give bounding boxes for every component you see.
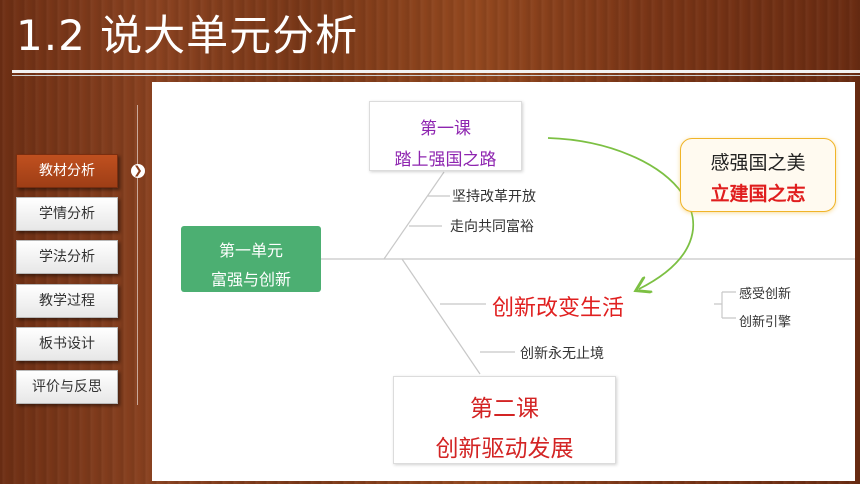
branch-reform-opening: 坚持改革开放 <box>452 189 536 205</box>
sub-branch-feel-innovation: 感受创新 <box>739 287 792 302</box>
lesson1-box: 第一课 踏上强国之路 <box>369 101 522 171</box>
callout-line1: 感强国之美 <box>710 152 806 174</box>
branch-endless-innovation: 创新永无止境 <box>520 346 604 362</box>
nav-item-textbook-analysis[interactable]: 教材分析 <box>16 154 118 188</box>
nav-item-evaluation[interactable]: 评价与反思 <box>16 370 118 404</box>
lesson2-title: 创新驱动发展 <box>435 436 574 462</box>
lesson2-number: 第二课 <box>470 396 539 422</box>
branch-common-prosperity: 走向共同富裕 <box>450 219 534 235</box>
lesson1-number: 第一课 <box>420 119 471 139</box>
lesson1-title: 踏上强国之路 <box>394 150 497 170</box>
nav-item-board-design[interactable]: 板书设计 <box>16 327 118 361</box>
nav-item-student-analysis[interactable]: 学情分析 <box>16 197 118 231</box>
callout-box: 感强国之美 立建国之志 <box>680 138 836 212</box>
unit-box: 第一单元 富强与创新 <box>181 226 321 292</box>
title-divider <box>12 70 860 73</box>
branch-innovation-changes-life: 创新改变生活 <box>492 296 625 321</box>
page-title: 1.2 说大单元分析 <box>16 11 359 60</box>
nav-item-teaching-process[interactable]: 教学过程 <box>16 284 118 318</box>
lesson2-box: 第二课 创新驱动发展 <box>393 376 616 464</box>
nav-item-method-analysis[interactable]: 学法分析 <box>16 240 118 274</box>
title-divider-thin <box>12 75 860 76</box>
sidebar-divider <box>137 105 138 405</box>
green-curve-arrow <box>547 137 695 289</box>
sub-branch-innovation-engine: 创新引擎 <box>739 315 792 330</box>
unit-number: 第一单元 <box>218 241 283 260</box>
callout-line2: 立建国之志 <box>710 183 806 205</box>
unit-title: 富强与创新 <box>210 270 291 289</box>
mindmap-canvas: 第一课 踏上强国之路 第一单元 富强与创新 感强国之美 立建国之志 坚持改革开放… <box>152 82 855 481</box>
chevron-right-circle-icon[interactable]: ❯ <box>131 164 145 178</box>
